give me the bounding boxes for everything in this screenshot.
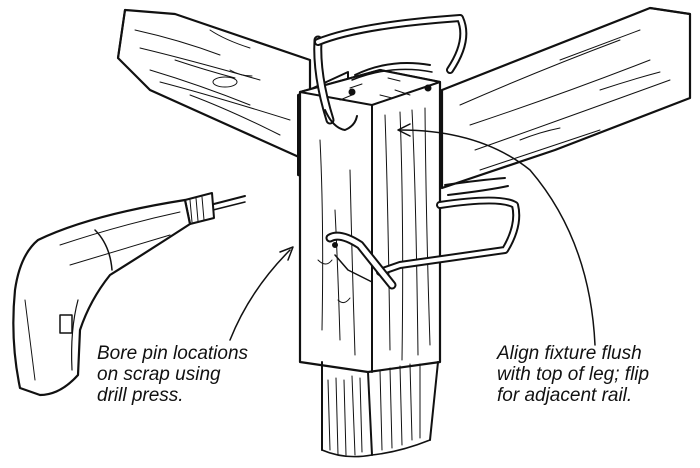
align-callout-line: for adjacent rail. (497, 385, 633, 406)
drill (12, 192, 246, 397)
left-rail (116, 8, 312, 164)
top-clamp (313, 14, 468, 131)
right-rail (440, 6, 692, 190)
bore-callout-line: drill press. (97, 385, 184, 406)
bore-callout: Bore pin locations on scrap using drill … (97, 343, 248, 406)
align-callout-line: with top of leg; flip (497, 364, 650, 385)
bore-callout-line: Bore pin locations (97, 343, 249, 364)
leader-left (229, 246, 294, 341)
align-callout-line: Align fixture flush (497, 343, 642, 364)
align-callout: Align fixture flush with top of leg; fli… (497, 343, 649, 406)
bore-callout-line: on scrap using (97, 364, 221, 385)
leader-right (397, 123, 596, 346)
table-leg (298, 68, 442, 458)
lower-clamp (325, 177, 521, 290)
